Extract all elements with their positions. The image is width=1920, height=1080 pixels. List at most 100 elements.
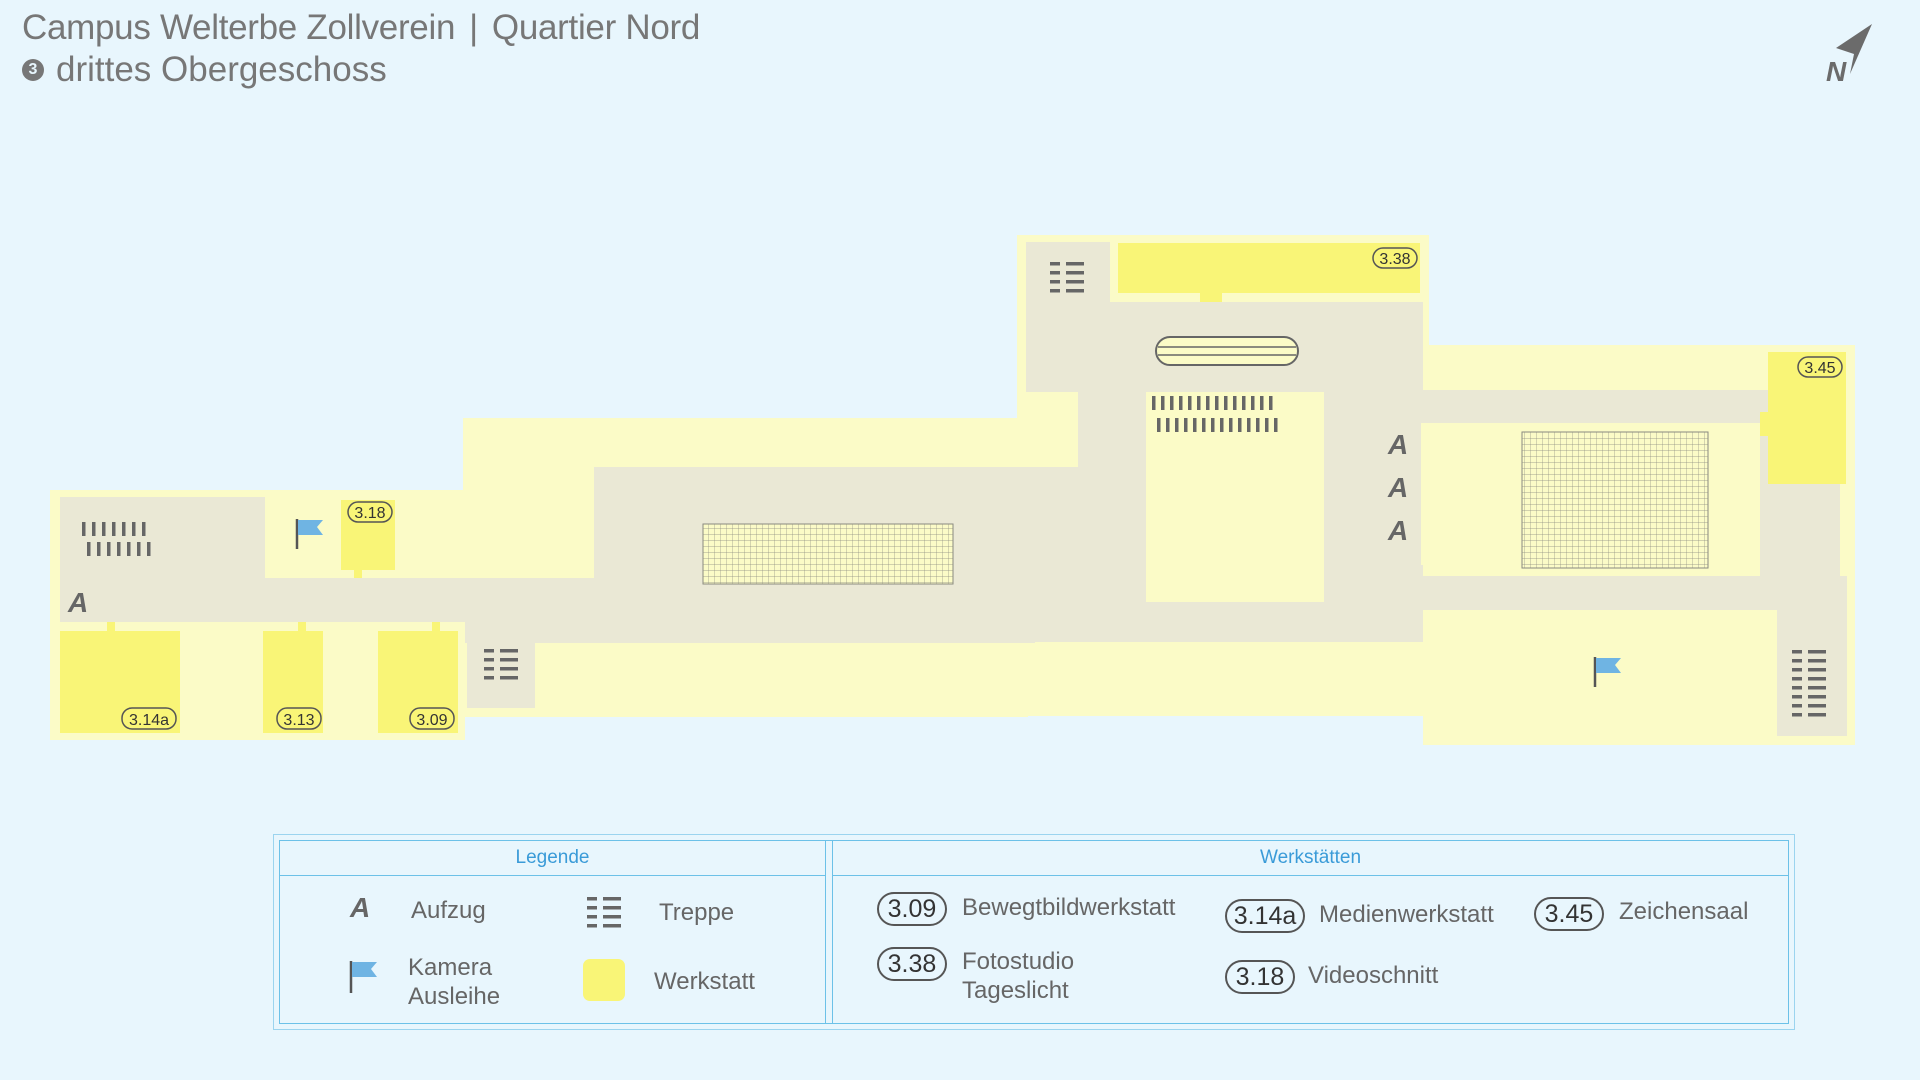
workshop-name-3-38-line1: Fotostudio <box>962 948 1075 975</box>
map-header: Campus Welterbe Zollverein | Quartier Nord… <box>22 8 700 90</box>
workshops-heading: Werkstätten <box>833 841 1788 876</box>
room-southeast <box>1423 610 1775 744</box>
stair-bar <box>1220 418 1224 432</box>
workshop-name-3-45: Zeichensaal <box>1619 898 1749 925</box>
elevator-icon: A <box>1387 429 1408 460</box>
stair-bar <box>1238 418 1242 432</box>
room-3-14a <box>60 631 180 733</box>
stair-bar <box>1197 396 1201 410</box>
atrium <box>1146 392 1324 602</box>
svg-text:3.13: 3.13 <box>283 712 314 729</box>
stair-bar <box>1260 396 1264 410</box>
stair-bar <box>1202 418 1206 432</box>
stair-bar <box>1224 396 1228 410</box>
stairs-legend-label: Treppe <box>659 899 735 926</box>
stairs-bars-west <box>82 522 151 556</box>
stair-bar <box>1179 396 1183 410</box>
stair-bar <box>1211 418 1215 432</box>
workshop-number-3-18: 3.18 <box>1225 960 1295 994</box>
title-separator: | <box>469 8 478 47</box>
label-3-38: 3.38 <box>1372 247 1418 269</box>
workshop-legend-label: Werkstatt <box>654 968 755 995</box>
floor-badge: 3 <box>22 59 44 81</box>
workshop-name-3-14a: Medienwerkstatt <box>1319 901 1494 928</box>
corridors <box>60 242 1847 736</box>
stair-bar <box>1175 418 1179 432</box>
elevator-icon: A <box>1387 515 1408 546</box>
floor-subtitle: 3 drittes Obergeschoss <box>22 50 700 90</box>
north-arrow-icon <box>1836 24 1872 74</box>
stair-bar <box>1170 396 1174 410</box>
quarter-name: Quartier Nord <box>491 8 701 47</box>
elevator-legend-icon: A <box>350 892 371 923</box>
stair-bar <box>1206 396 1210 410</box>
stair-bar <box>1233 396 1237 410</box>
stair-bar <box>1269 396 1273 410</box>
room-3-09 <box>378 631 458 733</box>
stair-bar <box>1193 418 1197 432</box>
north-label: N <box>1826 56 1847 87</box>
room-3-45 <box>1768 352 1846 484</box>
room-3-13 <box>263 631 323 733</box>
room-3-38 <box>1118 243 1420 293</box>
label-3-18: 3.18 <box>347 501 393 523</box>
stair-bar <box>1188 396 1192 410</box>
svg-text:3.38: 3.38 <box>1379 251 1410 268</box>
svg-text:3.09: 3.09 <box>416 712 447 729</box>
stair-bar <box>1157 418 1161 432</box>
workshop-number-3-14a: 3.14a <box>1225 899 1305 933</box>
legend-frame: Legende Werkstätten A Aufzug Treppe Kame… <box>279 840 1789 1024</box>
legend-heading: Legende <box>280 841 825 876</box>
elevator-icons: A A A A <box>67 429 1408 618</box>
elevator-icon: A <box>1387 472 1408 503</box>
room-3-18 <box>341 500 395 570</box>
stair-bar <box>1247 418 1251 432</box>
label-3-14a: 3.14a <box>121 707 177 730</box>
workshop-number-3-45: 3.45 <box>1534 897 1604 931</box>
workshop-name-3-18: Videoschnitt <box>1308 962 1439 989</box>
workshop-legend-swatch <box>583 959 625 1001</box>
legend-divider <box>825 841 833 1023</box>
stair-bar <box>1265 418 1269 432</box>
stair-bar <box>1152 396 1156 410</box>
camera-legend-line1: Kamera <box>408 954 493 981</box>
stairs-bars-atrium <box>1152 396 1278 432</box>
stair-bar <box>1251 396 1255 410</box>
workshop-name-3-38-line2: Tageslicht <box>962 977 1069 1004</box>
camera-legend-line2: Ausleihe <box>408 983 501 1010</box>
elevator-icon: A <box>67 587 88 618</box>
capsule-void <box>1155 336 1299 366</box>
label-3-09: 3.09 <box>409 707 455 730</box>
workshop-name-3-38: Fotostudio Tageslicht <box>962 947 1074 1005</box>
stair-bar <box>1215 396 1219 410</box>
elevator-legend-label: Aufzug <box>411 897 486 924</box>
svg-text:3.14a: 3.14a <box>129 712 169 729</box>
label-3-13: 3.13 <box>276 707 322 730</box>
stair-bar <box>1274 418 1278 432</box>
stairs-legend-icon <box>587 897 621 928</box>
stair-bar <box>1229 418 1233 432</box>
svg-text:3.18: 3.18 <box>354 505 385 522</box>
outline-notch <box>1028 716 1423 746</box>
stair-bar <box>1166 418 1170 432</box>
grid-area-east <box>1521 431 1709 569</box>
label-3-45: 3.45 <box>1797 356 1843 378</box>
workshop-name-3-09: Bewegtbildwerkstatt <box>962 894 1176 921</box>
grid-area-central <box>702 523 954 585</box>
stair-bar <box>1184 418 1188 432</box>
map-title: Campus Welterbe Zollverein | Quartier Nord <box>22 8 700 48</box>
workshop-rooms <box>60 243 1846 733</box>
camera-legend-label: Kamera Ausleihe <box>408 953 500 1011</box>
workshop-number-3-38: 3.38 <box>877 947 947 981</box>
stair-bar <box>1242 396 1246 410</box>
legend-panel: Legende Werkstätten A Aufzug Treppe Kame… <box>273 834 1795 1030</box>
stair-bar <box>1256 418 1260 432</box>
room-number-labels: 3.18 3.14a 3.13 3.09 3.38 3.45 <box>121 247 1843 730</box>
campus-name: Campus Welterbe Zollverein <box>22 8 456 47</box>
floor-name: drittes Obergeschoss <box>56 50 387 89</box>
workshop-number-3-09: 3.09 <box>877 892 947 926</box>
stair-bar <box>1161 396 1165 410</box>
svg-text:3.45: 3.45 <box>1804 360 1835 377</box>
camera-flag-legend-icon <box>349 961 377 993</box>
